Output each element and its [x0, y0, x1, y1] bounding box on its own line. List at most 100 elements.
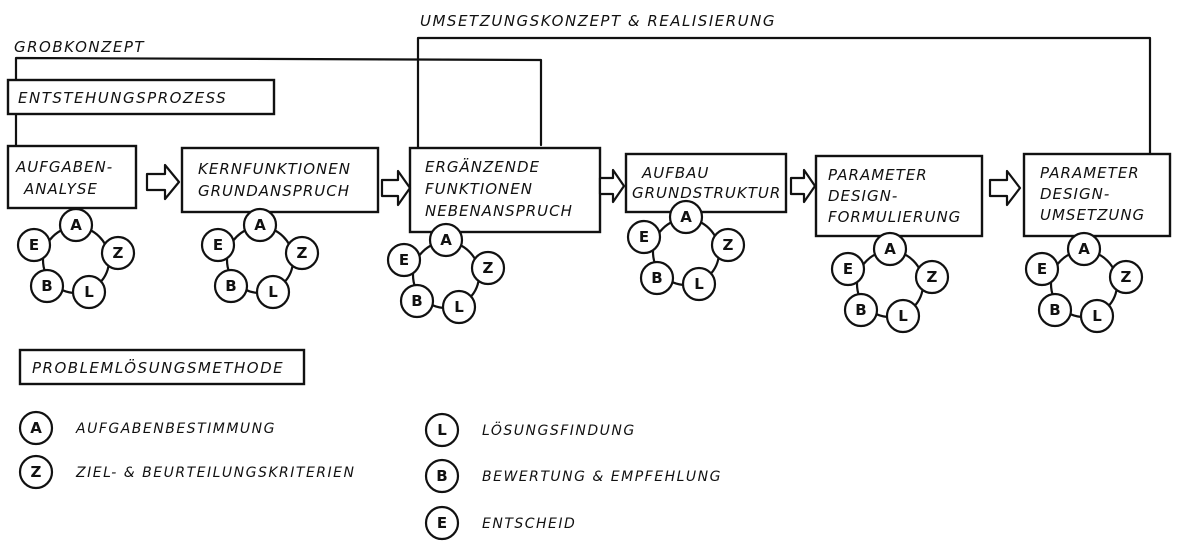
cycle-letter: L [454, 298, 464, 316]
step-3-line-1: ERGÄNZENDE [425, 157, 540, 176]
umsetzung-label: UMSETZUNGSKONZEPT & REALISIERUNG [420, 12, 776, 30]
cycle-node [100, 235, 136, 271]
cycle-letter: E [1037, 260, 1047, 278]
cycle-node [872, 231, 908, 267]
cycle-letter: E [29, 236, 39, 254]
step-6-line-2: DESIGN- [1040, 185, 1110, 203]
cycle-letter: E [399, 251, 409, 269]
cycle-letter: L [1092, 307, 1102, 325]
step-box-5: PARAMETER DESIGN- FORMULIERUNG [814, 154, 984, 238]
cycle-node [16, 227, 52, 263]
cycle-letter: A [254, 216, 266, 234]
cycle-node [830, 251, 866, 287]
cycle-node [71, 274, 107, 310]
legend: A AUFGABENBESTIMMUNG Z ZIEL- & BEURTEILU… [18, 410, 720, 541]
cycle-letter: L [84, 283, 94, 301]
step-5-line-3: FORMULIERUNG [828, 208, 961, 226]
step-6-line-3: UMSETZUNG [1040, 206, 1145, 224]
step-box-4: AUFBAU GRUNDSTRUKTUR [624, 152, 788, 214]
cycle-node [914, 259, 950, 295]
cycle-node [626, 219, 662, 255]
legend-item-a: A AUFGABENBESTIMMUNG [18, 410, 276, 446]
arrow-icon [789, 168, 817, 204]
legend-item-b: B BEWERTUNG & EMPFEHLUNG [424, 458, 720, 494]
cycle-letter: L [268, 283, 278, 301]
cycle-letter: B [855, 301, 866, 319]
step-5-line-2: DESIGN- [828, 187, 898, 205]
step-5-line-1: PARAMETER [828, 166, 928, 184]
cycle-node [843, 292, 879, 328]
step-2-line-2: GRUNDANSPRUCH [198, 182, 350, 200]
cycle-node [242, 207, 278, 243]
step-3-line-2: FUNKTIONEN [425, 180, 533, 198]
problemloesung-box [18, 348, 306, 386]
cycle-node [1037, 292, 1073, 328]
cycle-letter: A [1078, 240, 1090, 258]
legend-text: AUFGABENBESTIMMUNG [75, 421, 276, 437]
cycle-node [441, 289, 477, 325]
step-1-line-2: ANALYSE [23, 180, 98, 198]
cycle-node [29, 268, 65, 304]
cycle-letter: E [213, 236, 223, 254]
entstehungsprozess-label: ENTSTEHUNGSPROZESS [18, 89, 227, 107]
cycle-letter: L [898, 307, 908, 325]
cycle-node [213, 268, 249, 304]
arrow-icon [145, 163, 181, 201]
cycle-letter: E [639, 228, 649, 246]
cycle-node [399, 283, 435, 319]
cycle-letter: Z [113, 244, 124, 262]
legend-letter: A [30, 419, 42, 437]
legend-text: ZIEL- & BEURTEILUNGSKRITERIEN [75, 465, 355, 481]
step-box-2: KERNFUNKTIONEN GRUNDANSPRUCH [180, 146, 380, 214]
cycle-node [428, 222, 464, 258]
cycle-letter: Z [927, 268, 938, 286]
step-3-line-3: NEBENANSPRUCH [425, 202, 573, 220]
legend-text: LÖSUNGSFINDUNG [482, 421, 636, 439]
cycle-node [1108, 259, 1144, 295]
entstehungsprozess-box [6, 78, 276, 116]
step-1-line-1: AUFGABEN- [15, 158, 113, 176]
cycle-node [470, 250, 506, 286]
legend-text: ENTSCHEID [482, 516, 576, 532]
cycle-letter: Z [1121, 268, 1132, 286]
step-box-6: PARAMETER DESIGN- UMSETZUNG [1022, 152, 1172, 238]
cycle-node [255, 274, 291, 310]
legend-letter: Z [31, 463, 42, 481]
problemloesung-label: PROBLEMLÖSUNGSMETHODE [32, 358, 284, 377]
step-box-3: ERGÄNZENDE FUNKTIONEN NEBENANSPRUCH [408, 146, 602, 234]
cycle-letter: A [884, 240, 896, 258]
cycle-letter: A [70, 216, 82, 234]
cycle-letter: L [694, 275, 704, 293]
cycle-letter: Z [297, 244, 308, 262]
grobkonzept-label: GROBKONZEPT [14, 38, 145, 56]
cycle-node [1066, 231, 1102, 267]
cycle-letter: E [843, 260, 853, 278]
cycle-5: A Z L B E [830, 231, 950, 334]
cycle-letter: Z [483, 259, 494, 277]
cycle-letter: Z [723, 236, 734, 254]
cycle-node [681, 266, 717, 302]
cycle-letter: A [440, 231, 452, 249]
cycle-letter: B [651, 269, 662, 287]
cycle-node [710, 227, 746, 263]
cycle-node [1024, 251, 1060, 287]
cycle-node [1079, 298, 1115, 334]
cycle-1: A Z L B E [16, 207, 136, 310]
cycle-6: A Z L B E [1024, 231, 1144, 334]
cycle-node [668, 199, 704, 235]
cycle-node [639, 260, 675, 296]
legend-item-e: E ENTSCHEID [424, 505, 576, 541]
cycle-letter: B [1049, 301, 1060, 319]
cycle-letter: B [41, 277, 52, 295]
umsetzung-bracket [416, 36, 1152, 156]
cycle-node [200, 227, 236, 263]
legend-item-l: L LÖSUNGSFINDUNG [424, 412, 636, 448]
arrow-icon [988, 169, 1022, 207]
cycle-node [386, 242, 422, 278]
step-box-1: AUFGABEN- ANALYSE [6, 144, 138, 210]
cycle-node [284, 235, 320, 271]
